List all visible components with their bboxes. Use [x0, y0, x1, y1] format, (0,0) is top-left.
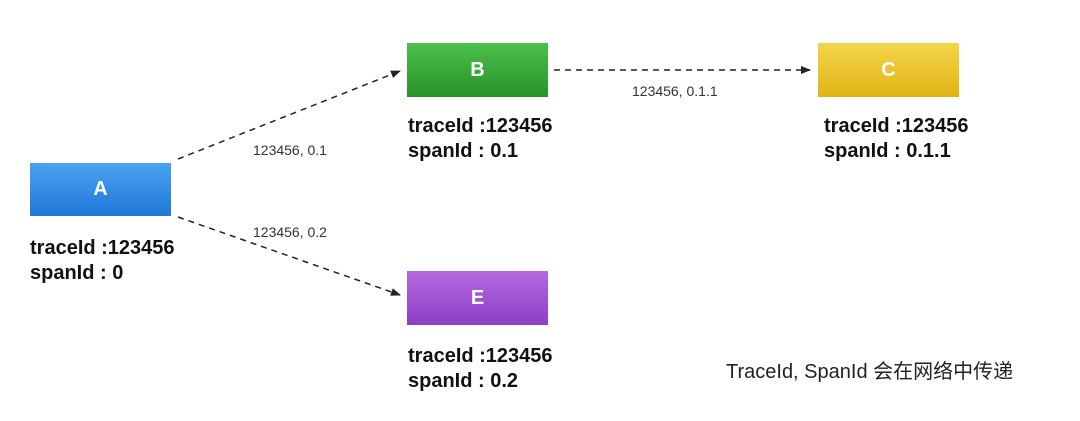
node-c-label: C: [881, 58, 896, 81]
node-a: A: [30, 163, 171, 216]
arrow-a-to-b: [177, 70, 401, 160]
node-c-info: traceId :123456 spanId : 0.1.1: [824, 114, 969, 164]
diagram-caption: TraceId, SpanId 会在网络中传递: [726, 361, 1014, 383]
node-a-label: A: [93, 178, 108, 200]
node-e-trace-id: traceId :123456: [408, 345, 553, 367]
node-b-label: B: [470, 58, 485, 81]
node-b: B: [407, 43, 548, 97]
node-c-trace-id: traceId :123456: [824, 115, 969, 137]
node-b-info: traceId :123456 spanId : 0.1: [408, 114, 553, 164]
node-e-label: E: [470, 286, 485, 309]
node-a-trace-id: traceId :123456: [30, 237, 175, 259]
node-e: E: [407, 271, 548, 325]
node-b-span-id: spanId : 0.1: [408, 140, 519, 162]
edge-label-a-to-e: 123456, 0.2: [253, 224, 327, 240]
node-e-span-id: spanId : 0.2: [408, 370, 519, 392]
node-c-span-id: spanId : 0.1.1: [824, 140, 951, 162]
node-a-span-id: spanId : 0: [30, 262, 124, 284]
edge-label-a-to-b: 123456, 0.1: [253, 142, 327, 158]
edge-label-b-to-c: 123456, 0.1.1: [632, 83, 718, 99]
node-c: C: [818, 43, 959, 97]
node-b-trace-id: traceId :123456: [408, 115, 553, 137]
node-e-info: traceId :123456 spanId : 0.2: [408, 344, 553, 394]
node-a-info: traceId :123456 spanId : 0: [30, 236, 175, 286]
